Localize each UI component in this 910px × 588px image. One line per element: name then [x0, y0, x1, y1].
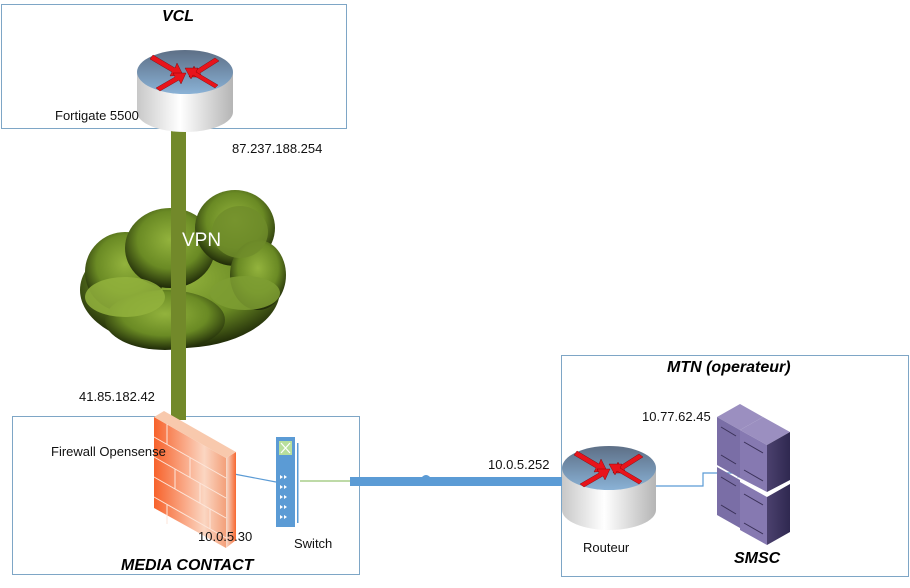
- router-icon: [562, 446, 656, 530]
- switch-icon: [276, 437, 299, 527]
- smsc-ip: 10.77.62.45: [642, 409, 711, 424]
- zone-title-media-contact: MEDIA CONTACT: [121, 557, 254, 574]
- fortigate-ip: 87.237.188.254: [232, 141, 323, 156]
- server-cluster-icon: [717, 404, 790, 545]
- switch-label: Switch: [294, 536, 333, 551]
- router-icon: [137, 50, 233, 132]
- smsc-label: SMSC: [734, 550, 781, 567]
- fortigate-label: Fortigate 5500: [55, 108, 139, 123]
- vpn-link: [171, 130, 186, 420]
- routeur-ip: 10.0.5.252: [488, 457, 550, 472]
- firewall-label: Firewall Opensense: [51, 444, 166, 459]
- firewall-icon: [153, 411, 236, 548]
- zone-title-vcl: VCL: [162, 8, 194, 25]
- firewall-lan-ip: 10.0.5.30: [198, 529, 253, 544]
- zone-mtn: [561, 355, 909, 577]
- vpn-label: VPN: [182, 230, 222, 251]
- lan-trunk-link: [350, 477, 562, 486]
- firewall-wan-ip: 41.85.182.42: [79, 389, 155, 404]
- routeur-label: Routeur: [583, 540, 630, 555]
- lan-trunk-marker: [422, 475, 430, 477]
- zone-title-mtn: MTN (operateur): [667, 359, 791, 376]
- vpn-cloud-icon: [80, 190, 286, 350]
